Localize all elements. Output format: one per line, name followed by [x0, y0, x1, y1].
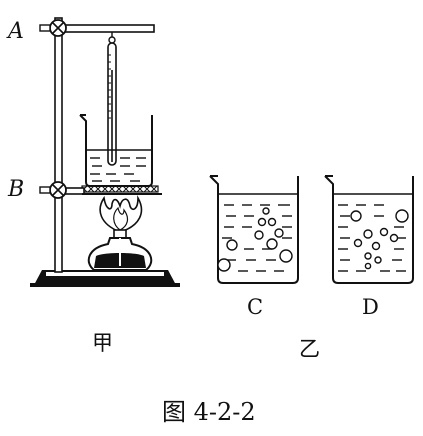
stand-base-foot [30, 283, 180, 287]
label-yi: 乙 [299, 337, 320, 361]
beaker-c [209, 175, 299, 284]
apparatus-jia [30, 17, 180, 287]
label-c: C [247, 295, 263, 319]
water-dashes-jia [90, 157, 146, 182]
label-d: D [362, 295, 379, 319]
bubbles-c [217, 207, 293, 272]
label-b: B [7, 177, 24, 202]
bubbles-d [350, 209, 409, 270]
beaker-d [324, 175, 414, 284]
flame [99, 194, 143, 233]
clamp-a-arm [61, 24, 155, 33]
water-dashes-d [338, 204, 406, 272]
stand-rod [54, 17, 63, 273]
label-jia: 甲 [92, 331, 113, 355]
wire-gauze [81, 185, 159, 193]
lamp-wick-holder [113, 229, 127, 239]
figure-caption: 图 4-2-2 [162, 398, 256, 426]
label-a: A [6, 19, 24, 44]
